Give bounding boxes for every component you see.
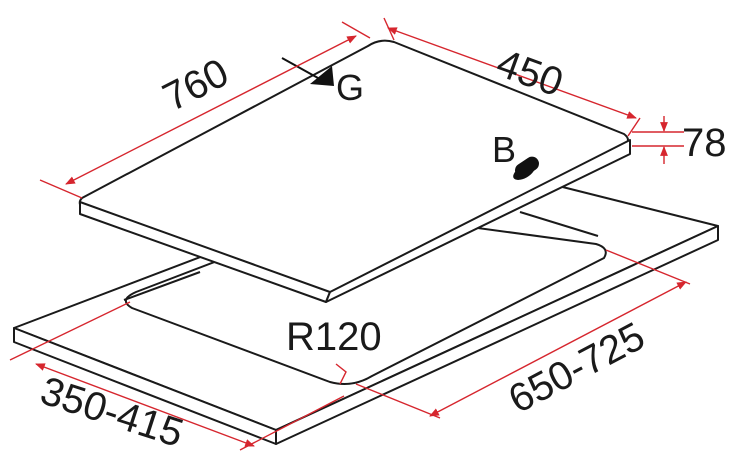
dimension-350-415 — [9, 301, 345, 451]
burner-knob — [513, 156, 539, 180]
dimension-78-label: 78 — [682, 121, 727, 165]
burner-label: B — [492, 129, 516, 170]
dimension-78 — [632, 116, 684, 164]
dimension-r120 — [335, 363, 347, 385]
dimension-450 — [383, 17, 641, 137]
gas-inlet-label: G — [336, 67, 364, 108]
dimension-r120-label: R120 — [286, 315, 382, 359]
dimension-650-725 — [355, 249, 691, 419]
dimension-760-label: 760 — [156, 51, 235, 121]
dimension-760 — [39, 21, 371, 199]
